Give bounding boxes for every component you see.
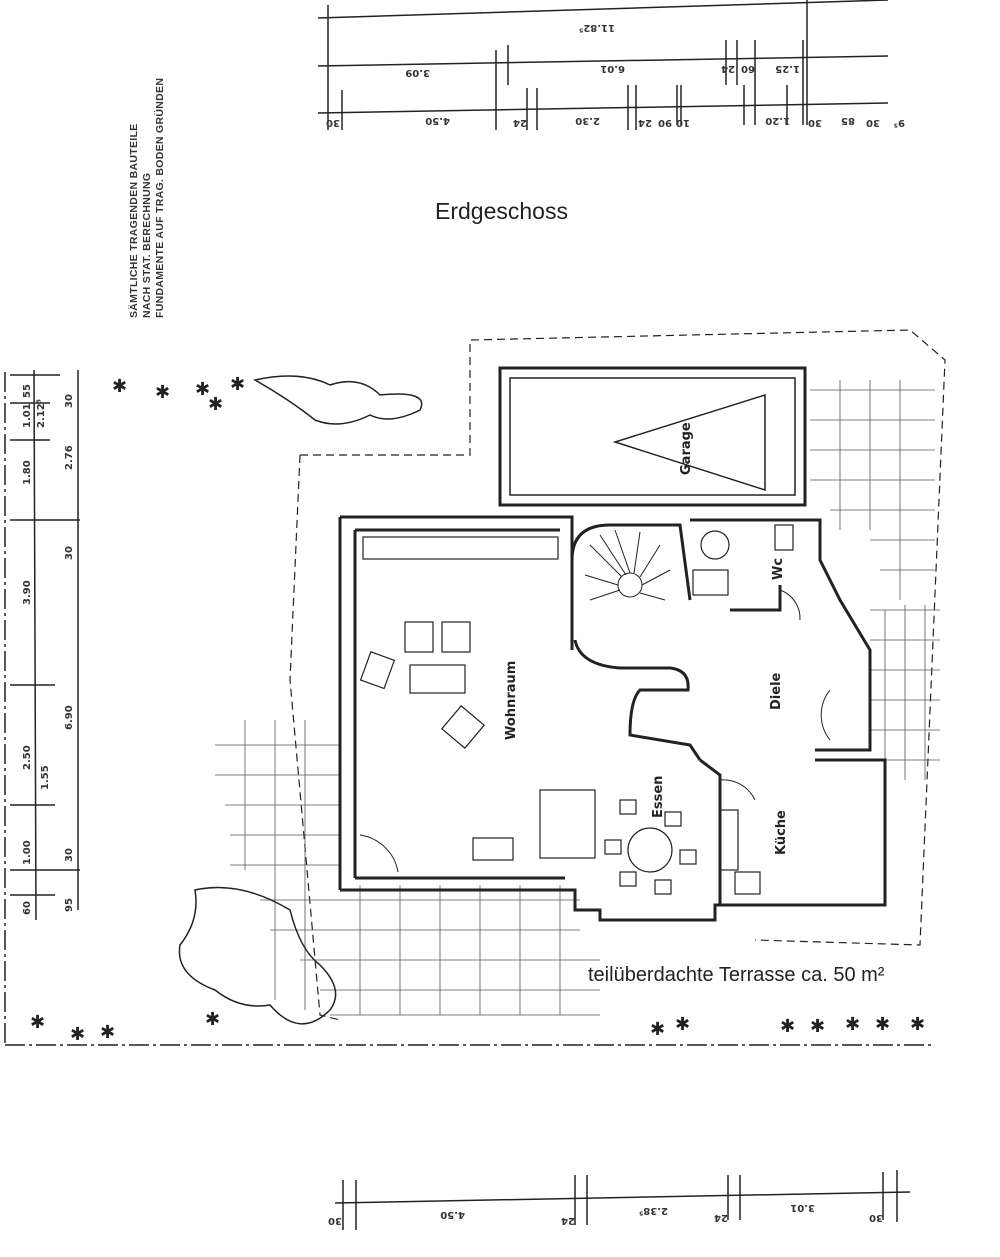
dim-label: 3.90 bbox=[22, 580, 33, 605]
dim-label: 1.25 bbox=[775, 63, 800, 74]
tree bbox=[178, 886, 337, 1025]
dim-label: 30 bbox=[808, 117, 822, 128]
dim-label: 6.01 bbox=[600, 63, 625, 74]
svg-text:✱: ✱ bbox=[208, 394, 223, 415]
dim-label: 24 bbox=[714, 1212, 728, 1223]
paving bbox=[215, 380, 940, 1016]
dim-label: 90 bbox=[658, 117, 672, 128]
dim-label: 4.50 bbox=[440, 1209, 465, 1220]
dim-label: 24 bbox=[561, 1215, 575, 1226]
furniture bbox=[359, 524, 794, 895]
dim-label: 2.30 bbox=[575, 115, 600, 126]
dim-label: 10 bbox=[676, 117, 690, 128]
dim-label: 2.76 bbox=[64, 445, 75, 470]
dim-label: 1.55 bbox=[40, 765, 51, 790]
svg-text:✱: ✱ bbox=[230, 374, 245, 395]
dim-label: 1.80 bbox=[22, 460, 33, 485]
room-essen: Essen bbox=[651, 776, 666, 818]
room-wc: Wc bbox=[771, 558, 786, 580]
dim-label: 30 bbox=[328, 1215, 342, 1226]
dim-label: 30 bbox=[326, 117, 340, 128]
spiral-stair bbox=[584, 529, 671, 601]
note-line: NACH STAT. BERECHNUNG bbox=[141, 172, 153, 318]
svg-text:✱: ✱ bbox=[650, 1019, 665, 1040]
dim-label: 30 bbox=[64, 848, 75, 862]
dim-label: 24 bbox=[513, 117, 527, 128]
note-line: SÄMTLICHE TRAGENDEN BAUTEILE bbox=[128, 123, 140, 318]
svg-text:✱: ✱ bbox=[675, 1014, 690, 1035]
top-dimension-lines bbox=[317, 0, 889, 130]
dim-label: 85 bbox=[841, 115, 855, 126]
left-dimension-lines bbox=[10, 369, 80, 921]
shrub bbox=[252, 375, 423, 425]
room-wohnraum: Wohnraum bbox=[504, 661, 519, 740]
note-line: FUNDAMENTE AUF TRAG. BODEN GRÜNDEN bbox=[154, 77, 166, 318]
structural-notes: SÄMTLICHE TRAGENDEN BAUTEILE NACH STAT. … bbox=[128, 20, 208, 320]
terrace-outline bbox=[289, 329, 946, 1021]
dim-label: 60 bbox=[22, 901, 33, 915]
dim-label: 1.00 bbox=[22, 840, 33, 865]
walls bbox=[338, 366, 887, 922]
dim-label: 2.50 bbox=[22, 745, 33, 770]
room-kueche: Küche bbox=[774, 810, 789, 855]
dim-label: 24 bbox=[721, 63, 735, 74]
terrace-label: teilüberdachte Terrasse ca. 50 m² bbox=[588, 964, 885, 986]
dim-label: 55 bbox=[22, 384, 33, 398]
dim-label: 60 bbox=[741, 63, 755, 74]
dim-top-total: 11.82⁵ bbox=[579, 22, 615, 33]
dim-label: 1.01 bbox=[22, 403, 33, 428]
svg-text:✱: ✱ bbox=[155, 382, 170, 403]
dim-label: 1.20 bbox=[765, 115, 790, 126]
svg-text:✱: ✱ bbox=[780, 1016, 795, 1037]
dim-label: 3.09 bbox=[405, 67, 430, 78]
svg-text:✱: ✱ bbox=[910, 1014, 925, 1035]
doors bbox=[359, 589, 831, 873]
dim-label: 3.01 bbox=[790, 1202, 815, 1213]
dim-label: 2.38⁵ bbox=[639, 1205, 668, 1216]
svg-text:✱: ✱ bbox=[30, 1012, 45, 1033]
dim-label: 4.50 bbox=[425, 115, 450, 126]
dim-label: 6.90 bbox=[64, 705, 75, 730]
room-diele: Diele bbox=[769, 672, 784, 710]
plant-symbols: ✱✱✱✱✱ ✱✱✱✱ ✱✱✱✱✱✱✱ bbox=[30, 374, 925, 1045]
dim-label: 30 bbox=[64, 546, 75, 560]
dim-label: 95 bbox=[64, 898, 75, 912]
dim-label: 30 bbox=[866, 117, 880, 128]
dim-label: 2.12⁵ bbox=[36, 399, 47, 428]
floor-title: Erdgeschoss bbox=[435, 198, 568, 224]
svg-text:✱: ✱ bbox=[875, 1014, 890, 1035]
svg-text:✱: ✱ bbox=[70, 1024, 85, 1045]
dim-label: 9⁵ bbox=[894, 117, 905, 128]
dim-label: 24 bbox=[638, 117, 652, 128]
svg-text:✱: ✱ bbox=[205, 1009, 220, 1030]
svg-text:✱: ✱ bbox=[195, 379, 210, 400]
dim-label: 30 bbox=[869, 1212, 883, 1223]
dim-label: 30 bbox=[64, 394, 75, 408]
svg-text:✱: ✱ bbox=[100, 1022, 115, 1043]
svg-text:✱: ✱ bbox=[112, 376, 127, 397]
svg-text:✱: ✱ bbox=[810, 1016, 825, 1037]
svg-text:✱: ✱ bbox=[845, 1014, 860, 1035]
bottom-dimension-line bbox=[334, 1191, 911, 1204]
garage-car-symbol bbox=[612, 393, 766, 492]
room-garage: Garage bbox=[679, 422, 694, 475]
